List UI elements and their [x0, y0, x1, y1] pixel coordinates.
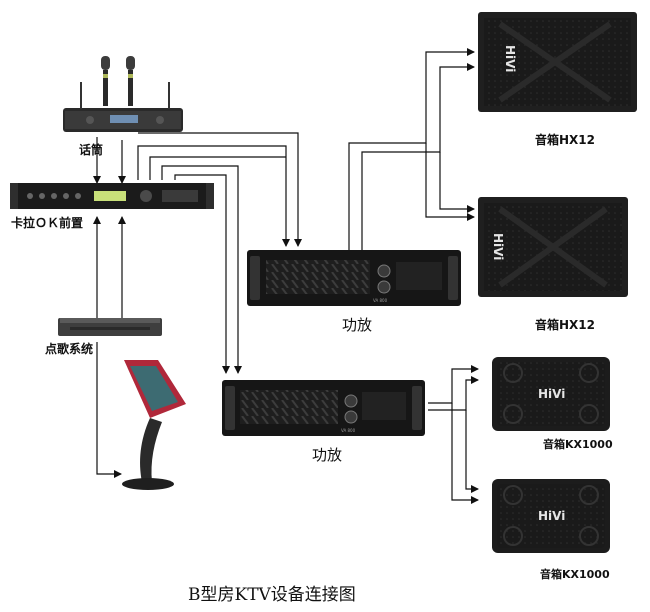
- amp-top-panel: [396, 262, 442, 290]
- receiver-antenna-left: [80, 82, 82, 109]
- amp-bottom-knob-1: [344, 394, 358, 408]
- wire-amp-top-to-hx12-2: [361, 63, 475, 250]
- kx1000-bottom-driver-4: [579, 526, 599, 546]
- hivi-logo-vertical: HiVi: [503, 45, 517, 72]
- wire-karaoke-to-amp-bottom-2: [174, 174, 230, 374]
- amp-top-knob-2: [377, 280, 391, 294]
- receiver-antenna-right: [168, 82, 170, 109]
- kiosk-base: [122, 478, 174, 490]
- label-speaker-hx12-bottom: 音箱HX12: [535, 318, 595, 332]
- amplifier-top: VA 800: [247, 250, 461, 306]
- preamp-ear-right: [206, 183, 214, 209]
- amp-bottom-panel: [362, 392, 406, 420]
- receiver-knob-2: [156, 116, 164, 124]
- wire-amp-bottom-to-kx1000-4: [465, 410, 479, 493]
- amp-top-vents: [266, 260, 370, 294]
- diagram-title: B型房KTV设备连接图: [188, 585, 356, 605]
- kx1000-bottom-driver-3: [503, 526, 523, 546]
- kx1000-bottom-driver-2: [579, 485, 599, 505]
- microphone-icon: [126, 56, 135, 106]
- receiver-display: [110, 115, 138, 123]
- kx1000-top-driver-3: [503, 404, 523, 424]
- speaker-kx1000-bottom: HiVi: [492, 479, 610, 553]
- kiosk-stand: [140, 418, 162, 482]
- wire-karaoke-to-amp-top-1: [137, 145, 290, 247]
- speaker-hx12-bottom: HiVi: [478, 197, 628, 297]
- speaker-kx1000-top: HiVi: [492, 357, 610, 431]
- receiver-knob-1: [86, 116, 94, 124]
- amp-top-knob-1: [377, 264, 391, 278]
- song-box-strip: [70, 327, 150, 330]
- label-amp-top: 功放: [342, 316, 373, 334]
- preamp-knob: [75, 193, 81, 199]
- hivi-logo-vertical: HiVi: [491, 233, 505, 260]
- amp-bottom-handle-left: [225, 386, 235, 430]
- wire-karaoke-to-amp-top-2: [149, 156, 286, 180]
- preamp-knob: [51, 193, 57, 199]
- kx1000-top-grille: [497, 362, 605, 426]
- kx1000-top-driver-4: [579, 404, 599, 424]
- wire-song-to-touchscreen: [96, 342, 122, 478]
- wire-amp-bottom-to-kx1000-1: [428, 365, 479, 404]
- hx12-top-x-mark: [498, 21, 612, 103]
- microphone-icon: [101, 56, 110, 106]
- preamp-buttons: [162, 190, 198, 202]
- amp-top-model: VA 800: [373, 298, 388, 303]
- wire-mic-to-amp-top: [138, 132, 302, 247]
- preamp-ear-left: [10, 183, 18, 209]
- wire-amp-top-to-hx12-3: [425, 143, 475, 221]
- kx1000-top-driver-2: [579, 363, 599, 383]
- hx12-bottom-x-mark: [498, 206, 608, 288]
- speaker-hx12-top: HiVi: [478, 12, 637, 112]
- kx1000-bottom-driver-1: [503, 485, 523, 505]
- kx1000-bottom-grille: [497, 484, 605, 548]
- label-speaker-kx1000-bottom: 音箱KX1000: [540, 568, 610, 581]
- preamp-knob: [63, 193, 69, 199]
- preamp-main-knob: [140, 190, 152, 202]
- amp-top-handle-left: [250, 256, 260, 300]
- wire-amp-top-to-hx12-1: [348, 48, 475, 250]
- label-karaoke-preamp: 卡拉ＯＫ前置: [11, 216, 84, 230]
- mic-receiver: [63, 56, 183, 132]
- song-box-top: [60, 318, 160, 323]
- hivi-logo: HiVi: [538, 387, 565, 401]
- wire-karaoke-to-amp-bottom-1: [161, 165, 242, 374]
- hivi-logo: HiVi: [538, 509, 565, 523]
- touchscreen-kiosk: [122, 360, 186, 490]
- wire-amp-bottom-to-kx1000-2: [428, 376, 479, 411]
- amp-bottom-knob-2: [344, 410, 358, 424]
- amp-bottom-handle-right: [412, 386, 422, 430]
- kx1000-top-driver-1: [503, 363, 523, 383]
- amplifier-bottom: VA 800: [222, 380, 425, 436]
- label-song-system: 点歌系统: [45, 342, 94, 356]
- preamp-knob: [27, 193, 33, 199]
- karaoke-preamp: [10, 183, 214, 209]
- label-speaker-kx1000-top: 音箱KX1000: [543, 438, 613, 451]
- preamp-display: [94, 191, 126, 201]
- song-system-box: [58, 318, 162, 336]
- label-mic: 话筒: [79, 143, 104, 157]
- preamp-knob: [39, 193, 45, 199]
- kiosk-screen: [130, 366, 178, 411]
- label-speaker-hx12-top: 音箱HX12: [535, 133, 595, 147]
- label-amp-bottom: 功放: [312, 446, 343, 464]
- wire-amp-top-to-hx12-4: [439, 152, 475, 213]
- amp-top-handle-right: [448, 256, 458, 300]
- amp-bottom-vents: [240, 390, 338, 424]
- wire-amp-bottom-to-kx1000-3: [451, 403, 479, 504]
- amp-bottom-model: VA 800: [341, 428, 356, 433]
- connection-lines: [93, 48, 479, 504]
